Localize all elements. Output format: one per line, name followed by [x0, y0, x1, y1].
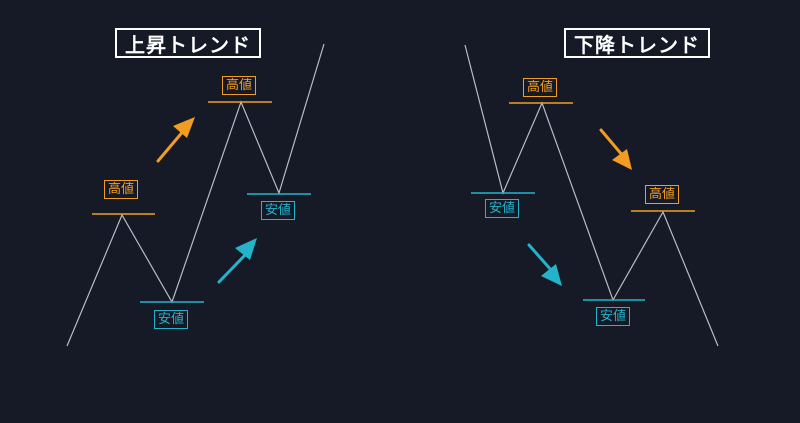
downtrend-orange-arrow-icon [599, 128, 632, 170]
downtrend-high-label-1: 高値 [523, 78, 558, 97]
downtrend-low-label-1: 安値 [485, 199, 520, 218]
uptrend-price-line [66, 43, 325, 347]
downtrend-low-label-2: 安値 [596, 307, 631, 326]
downtrend-title: 下降トレンド [564, 28, 710, 58]
uptrend-cyan-arrow-icon [217, 238, 257, 284]
uptrend-high-label-2: 高値 [222, 76, 257, 95]
uptrend-low-label-1: 安値 [154, 310, 189, 329]
downtrend-cyan-arrow-icon [527, 243, 562, 286]
downtrend-price-line [464, 44, 719, 347]
uptrend-orange-arrow-icon [156, 117, 195, 163]
uptrend-low-label-2: 安値 [261, 201, 296, 220]
uptrend-high-label-1: 高値 [104, 180, 139, 199]
uptrend-title: 上昇トレンド [115, 28, 261, 58]
downtrend-high-label-2: 高値 [645, 185, 680, 204]
